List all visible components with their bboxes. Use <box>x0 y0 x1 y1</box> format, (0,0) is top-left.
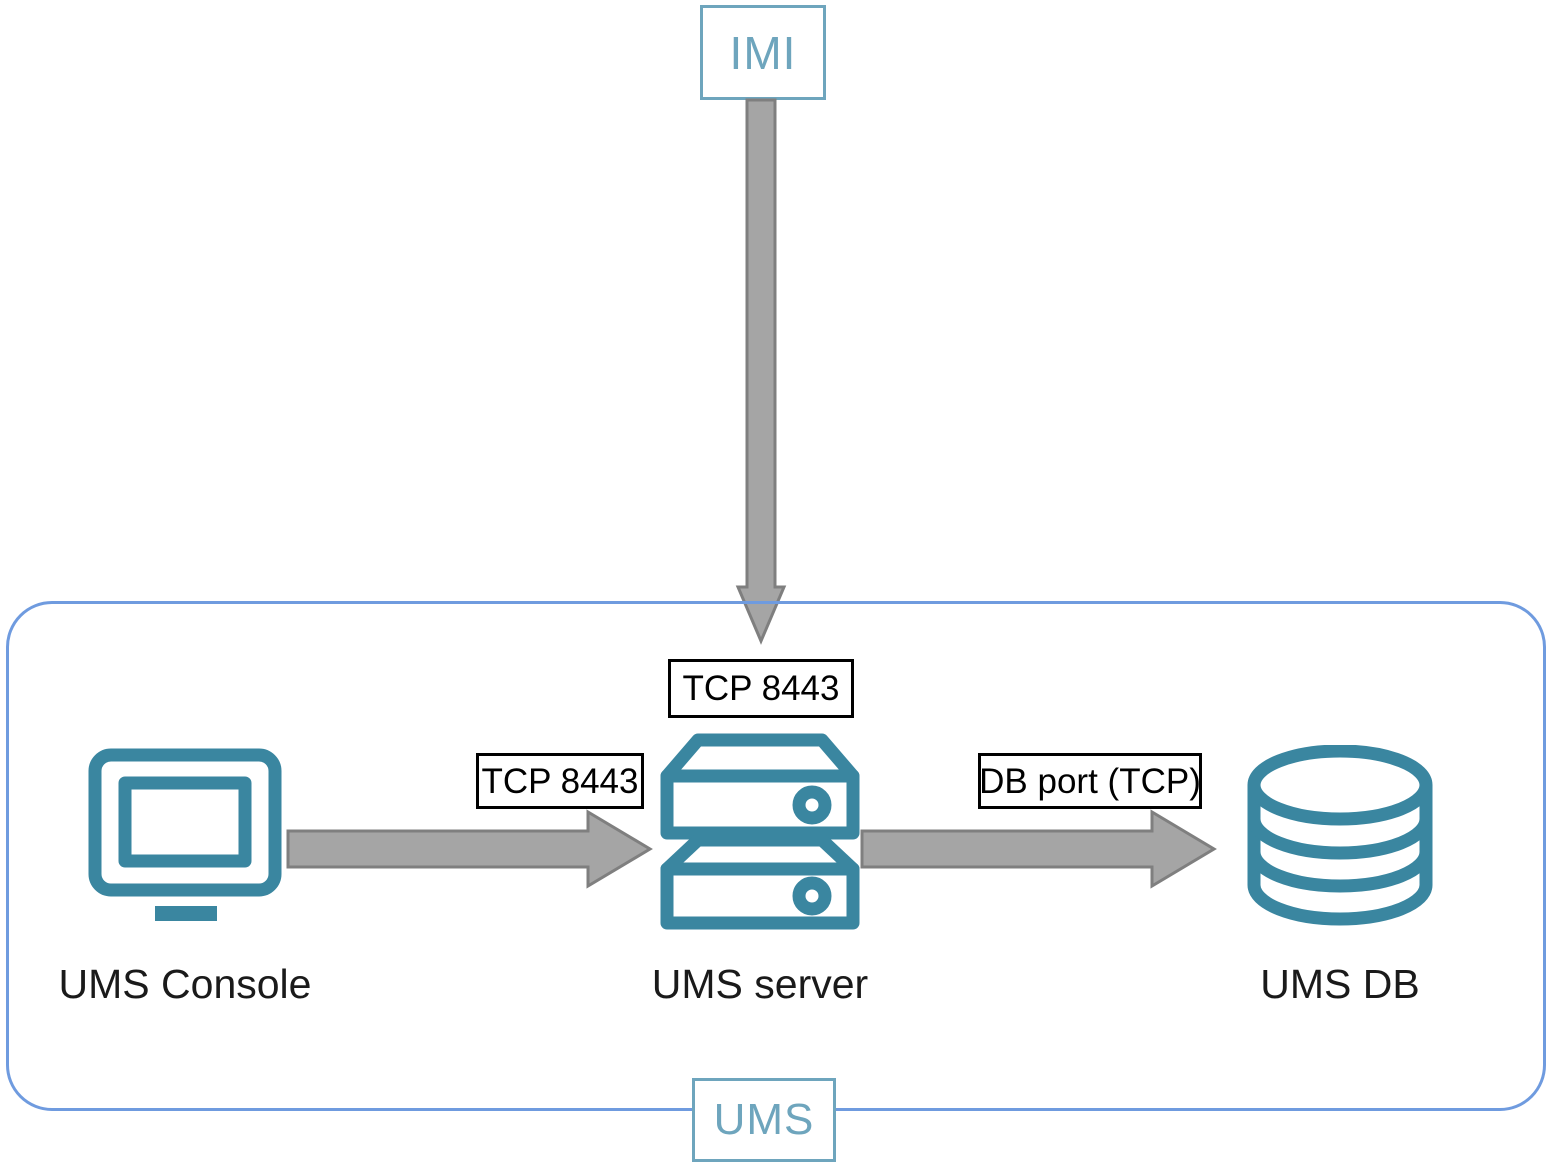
node-caption: UMS server <box>651 961 869 1007</box>
server-rack-icon <box>660 733 860 930</box>
arrow-imi-to-server <box>735 98 787 645</box>
node-caption: UMS DB <box>1260 961 1420 1007</box>
node-ums-console: UMS Console <box>58 745 312 1007</box>
node-ums-db: UMS DB <box>1230 745 1450 1005</box>
node-caption: UMS Console <box>58 961 312 1007</box>
port-label-text: DB port (TCP) <box>979 761 1201 801</box>
imi-tag: IMI <box>700 5 826 100</box>
ums-zone-tag: UMS <box>692 1078 836 1162</box>
arrow-console-to-server <box>286 809 653 889</box>
arrow-server-to-db <box>860 809 1217 889</box>
ums-zone-tag-label: UMS <box>713 1095 815 1144</box>
imi-tag-label: IMI <box>729 26 797 79</box>
node-ums-server: UMS server <box>650 730 870 1005</box>
monitor-icon <box>88 748 282 921</box>
port-label-text: TCP 8443 <box>682 669 840 708</box>
port-label-console-to-server: TCP 8443 <box>476 753 644 809</box>
port-label-imi-to-server: TCP 8443 <box>668 659 854 718</box>
port-label-text: TCP 8443 <box>481 761 639 801</box>
database-cylinder-icon <box>1247 745 1433 926</box>
port-label-server-to-db: DB port (TCP) <box>978 753 1202 809</box>
